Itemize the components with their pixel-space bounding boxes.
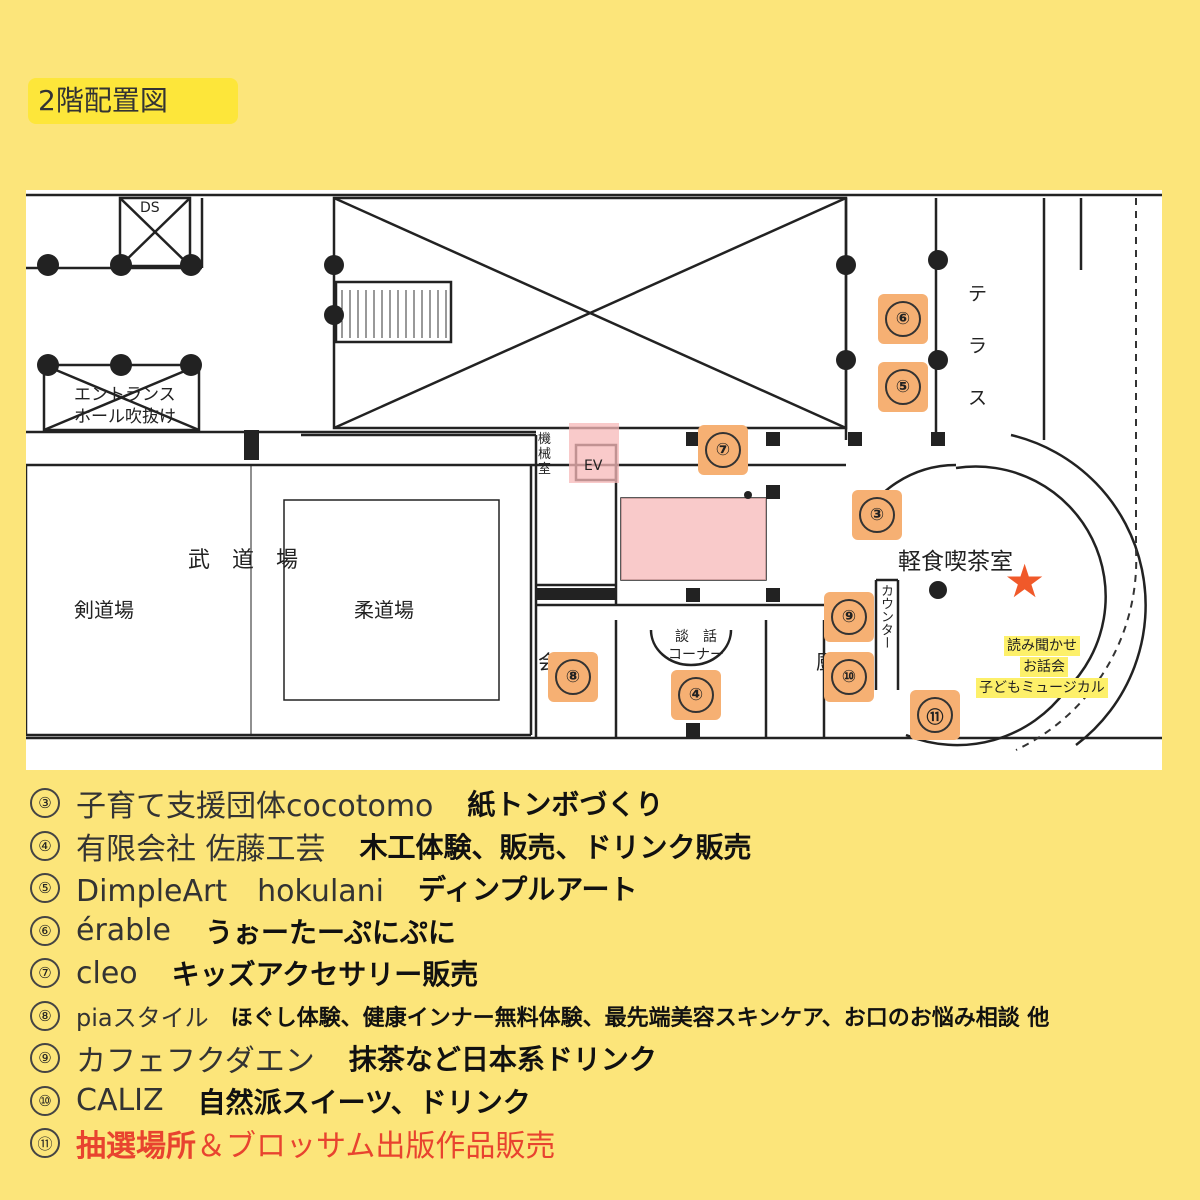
budojo-label: 武 道 場 [188, 548, 299, 573]
booth-activity: ディンプルアート [418, 873, 638, 907]
booth-activity: うぉーたーぷにぷに [205, 915, 456, 949]
booth-activity: 自然派スイーツ、ドリンク [197, 1085, 531, 1119]
floor-plan: DS エントランス ホール吹抜け 武 道 場 剣道場 柔道場 機 械 室 EV … [26, 190, 1162, 770]
booth-activity: ほぐし体験、健康インナー無料体験、最先端美容スキンケア、お口のお悩み相談 他 [230, 1005, 1050, 1031]
booth-organizer: カフェフクダエン [76, 1044, 315, 1080]
booth-number: ③ [30, 788, 60, 819]
event-callout-line2: お話会 [1020, 657, 1068, 677]
kendojo-label: 剣道場 [74, 598, 134, 622]
booth-legend: ③ 子育て支援団体cocotomo 紙トンボづくり ④ 有限会社 佐藤工芸 木工… [30, 782, 1180, 1165]
legend-row: ⑪ 抽選場所＆ブロッサム出版作品販売 [30, 1122, 1180, 1165]
booth-number: ⑥ [30, 915, 60, 946]
booth-number: ⑩ [30, 1085, 60, 1116]
booth-3-marker: ③ [852, 490, 902, 540]
booth-7-marker: ⑦ [698, 425, 748, 475]
booth-number: ⑧ [30, 1000, 60, 1031]
floor-plan-drawing [26, 193, 1162, 751]
booth-organizer: 有限会社 佐藤工芸 [76, 831, 326, 867]
event-callout-line3: 子どもミュージカル [976, 678, 1108, 698]
legend-row: ④ 有限会社 佐藤工芸 木工体験、販売、ドリンク販売 [30, 825, 1180, 868]
booth-organizer: CALIZ [76, 1083, 164, 1119]
legend-row: ⑩ CALIZ 自然派スイーツ、ドリンク [30, 1080, 1180, 1123]
lottery-location-label: 抽選場所 [76, 1129, 196, 1165]
booth-9-marker: ⑨ [824, 592, 874, 642]
booth-8-marker: ⑧ [548, 652, 598, 702]
booth-organizer: DimpleArt hokulani [76, 874, 385, 910]
booth-activity: 紙トンボづくり [467, 788, 664, 822]
booth-10-marker: ⑩ [824, 652, 874, 702]
booth-organizer: érable [76, 913, 172, 949]
booth-organizer: 抽選場所＆ブロッサム出版作品販売 [76, 1121, 555, 1165]
entrance-label: エントランス ホール吹抜け [74, 385, 176, 427]
danwa-label: 談 話 コーナー [668, 629, 724, 663]
ds-label: DS [140, 200, 160, 216]
star-icon: ★ [1004, 554, 1046, 608]
booth-4-marker: ④ [671, 670, 721, 720]
booth-organizer: piaスタイル [76, 1004, 209, 1033]
booth-5-marker: ⑤ [878, 362, 928, 412]
booth-activity: 木工体験、販売、ドリンク販売 [359, 830, 752, 864]
booth-number: ⑨ [30, 1043, 60, 1074]
event-callout-line1: 読み聞かせ [1004, 636, 1080, 656]
legend-row: ⑥ érable うぉーたーぷにぷに [30, 910, 1180, 953]
cafe-label: 軽食喫茶室 [898, 549, 1013, 575]
booth-number: ⑪ [30, 1128, 60, 1159]
terrace-label: テ ラ ス [968, 283, 988, 409]
blossom-publishing-label: ＆ブロッサム出版作品販売 [196, 1129, 556, 1165]
booth-number: ⑤ [30, 873, 60, 904]
legend-row: ③ 子育て支援団体cocotomo 紙トンボづくり [30, 782, 1180, 825]
legend-row: ⑦ cleo キッズアクセサリー販売 [30, 952, 1180, 995]
booth-activity: キッズアクセサリー販売 [171, 958, 479, 992]
page-title: 2階配置図 [28, 78, 238, 124]
legend-row: ⑨ カフェフクダエン 抹茶など日本系ドリンク [30, 1037, 1180, 1080]
booth-organizer: cleo [76, 955, 138, 991]
legend-row: ⑧ piaスタイル ほぐし体験、健康インナー無料体験、最先端美容スキンケア、お口… [30, 995, 1180, 1038]
booth-number: ⑦ [30, 958, 60, 989]
ev-label: EV [584, 458, 603, 474]
counter-label: カウンター [878, 584, 893, 649]
booth-activity: 抹茶など日本系ドリンク [348, 1043, 657, 1077]
legend-row: ⑤ DimpleArt hokulani ディンプルアート [30, 867, 1180, 910]
judojo-label: 柔道場 [354, 598, 414, 622]
booth-6-marker: ⑥ [878, 294, 928, 344]
booth-11-marker: ⑪ [910, 690, 960, 740]
booth-number: ④ [30, 830, 60, 861]
booth-organizer: 子育て支援団体cocotomo [76, 789, 434, 825]
kikaishitsu-label: 機 械 室 [538, 432, 552, 477]
